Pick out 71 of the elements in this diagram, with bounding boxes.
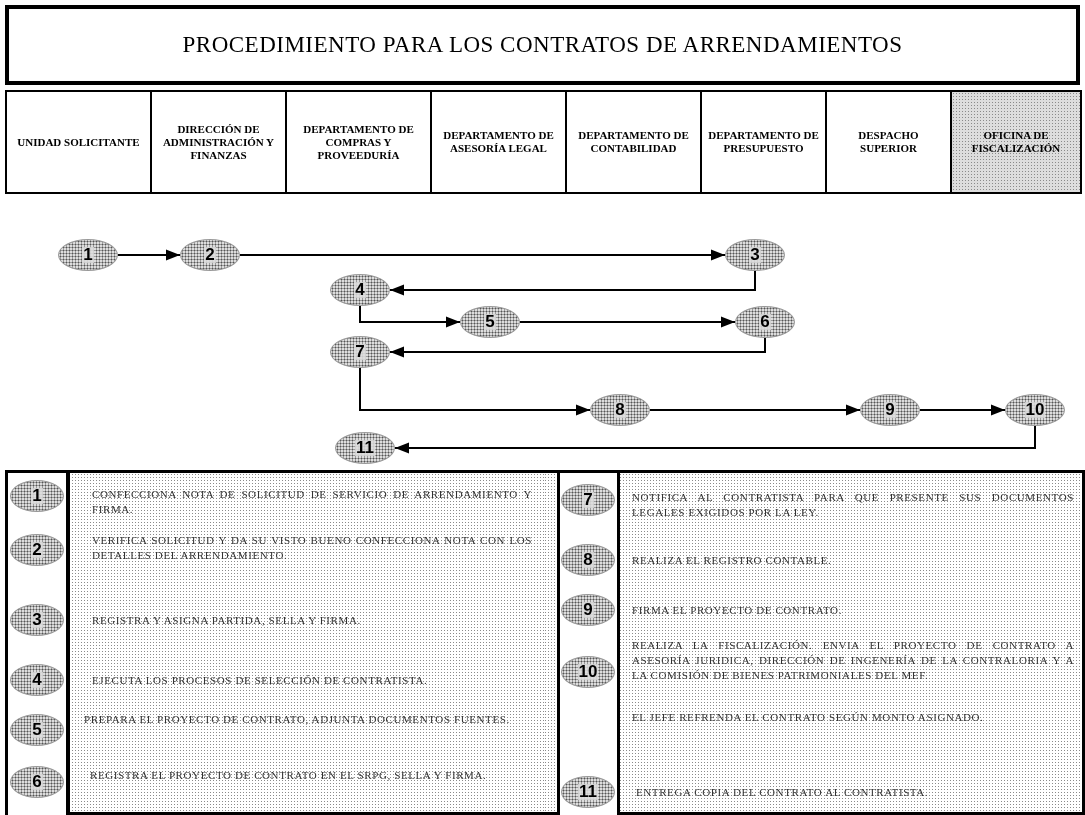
- lane-header: [285, 90, 432, 194]
- lane-title: DIRECCIÓN DE ADMINISTRACIÓN Y FINANZAS: [161, 122, 276, 162]
- step-number: 10: [577, 664, 599, 680]
- arrow: [519, 316, 736, 328]
- lane-title: DEPARTAMENTO DE COMPRAS Y PROVEEDURÍA: [302, 122, 415, 162]
- arrow: [389, 270, 756, 296]
- step-ellipse: [590, 394, 650, 426]
- lane-title: DEPARTAMENTO DE CONTABILIDAD: [577, 129, 690, 155]
- step-number: 4: [354, 282, 366, 298]
- step-number: 6: [31, 774, 43, 790]
- arrow: [919, 404, 1006, 416]
- lane-header: [950, 90, 1082, 194]
- arrow: [394, 425, 1036, 454]
- lane-header: [565, 90, 702, 194]
- lane-title: DEPARTAMENTO DE PRESUPUESTO: [707, 129, 820, 155]
- step-number: 11: [355, 440, 375, 456]
- arrow: [359, 305, 461, 328]
- step-ellipse: [460, 306, 520, 338]
- step-ellipse: [735, 306, 795, 338]
- step-ellipse: [180, 239, 240, 271]
- step-number: 11: [578, 784, 598, 800]
- step-number: 8: [614, 402, 626, 418]
- step-number: 3: [31, 612, 43, 628]
- step-number: 1: [31, 488, 43, 504]
- step-number: 9: [582, 602, 594, 618]
- lane-title: OFICINA DE FISCALIZACIÓN: [970, 129, 1062, 155]
- step-description: REALIZA LA FISCALIZACIÓN. ENVIA EL PROYECTO DE CONTRATO A ASESORÍA JURIDICA, DIRECCIÓN DE INGENERÍA DE LA CONTRALORIA Y A LA COMISIÓN DE BIENES PATRIMONIALES DEL MEF.: [632, 638, 1074, 683]
- step-ellipse: [725, 239, 785, 271]
- step-number: 6: [759, 314, 771, 330]
- step-description: REALIZA EL REGISTRO CONTABLE.: [632, 553, 833, 568]
- step-ellipse: [330, 336, 390, 368]
- arrow: [649, 404, 861, 416]
- step-number: 8: [582, 552, 594, 568]
- step-number: 7: [354, 344, 366, 360]
- lane-header: [700, 90, 827, 194]
- step-number: 2: [31, 542, 43, 558]
- lane-header: [150, 90, 287, 194]
- arrow: [239, 249, 726, 261]
- step-description: EJECUTA LOS PROCESOS DE SELECCIÓN DE CONTRATISTA.: [92, 673, 429, 688]
- step-number: 4: [31, 672, 43, 688]
- step-number: 2: [204, 247, 216, 263]
- step-number: 9: [884, 402, 896, 418]
- title-banner: PROCEDIMIENTO PARA LOS CONTRATOS DE ARRENDAMIENTOS: [5, 5, 1080, 85]
- step-description: NOTIFICA AL CONTRATISTA PARA QUE PRESENTE SUS DOCUMENTOS LEGALES EXIGIDOS POR LA LEY.: [632, 490, 1074, 520]
- step-description: FIRMA EL PROYECTO DE CONTRATO.: [632, 603, 843, 618]
- arrow: [117, 249, 181, 261]
- step-ellipse: [330, 274, 390, 306]
- step-description: REGISTRA Y ASIGNA PARTIDA, SELLA Y FIRMA.: [92, 613, 362, 628]
- step-description: CONFECCIONA NOTA DE SOLICITUD DE SERVICIO DE ARRENDAMIENTO Y FIRMA.: [92, 487, 532, 517]
- step-description: PREPARA EL PROYECTO DE CONTRATO, ADJUNTA DOCUMENTOS FUENTES.: [84, 712, 511, 727]
- step-number: 7: [582, 492, 594, 508]
- lane-title: UNIDAD SOLICITANTE: [17, 135, 140, 149]
- lane-header: [430, 90, 567, 194]
- step-ellipse: [58, 239, 118, 271]
- step-number: 10: [1024, 402, 1046, 418]
- step-number: 1: [82, 247, 94, 263]
- step-number: 5: [31, 722, 43, 738]
- arrow: [389, 337, 766, 358]
- step-number: 3: [749, 247, 761, 263]
- step-ellipse: [335, 432, 395, 464]
- step-description: EL JEFE REFRENDA EL CONTRATO SEGÚN MONTO ASIGNADO.: [632, 710, 985, 725]
- lane-title: DESPACHO SUPERIOR: [857, 129, 920, 155]
- arrow: [359, 367, 591, 416]
- step-ellipse: [860, 394, 920, 426]
- step-description: ENTREGA COPIA DEL CONTRATO AL CONTRATISTA.: [636, 785, 930, 800]
- step-number: 5: [484, 314, 496, 330]
- lane-header: [5, 90, 152, 194]
- lane-title: DEPARTAMENTO DE ASESORÍA LEGAL: [442, 129, 555, 155]
- step-ellipse: [1005, 394, 1065, 426]
- step-description: REGISTRA EL PROYECTO DE CONTRATO EN EL SRPG, SELLA Y FIRMA.: [90, 768, 488, 783]
- step-description: VERIFICA SOLICITUD Y DA SU VISTO BUENO CONFECCIONA NOTA CON LOS DETALLES DEL ARRENDAMIENTO.: [92, 533, 532, 563]
